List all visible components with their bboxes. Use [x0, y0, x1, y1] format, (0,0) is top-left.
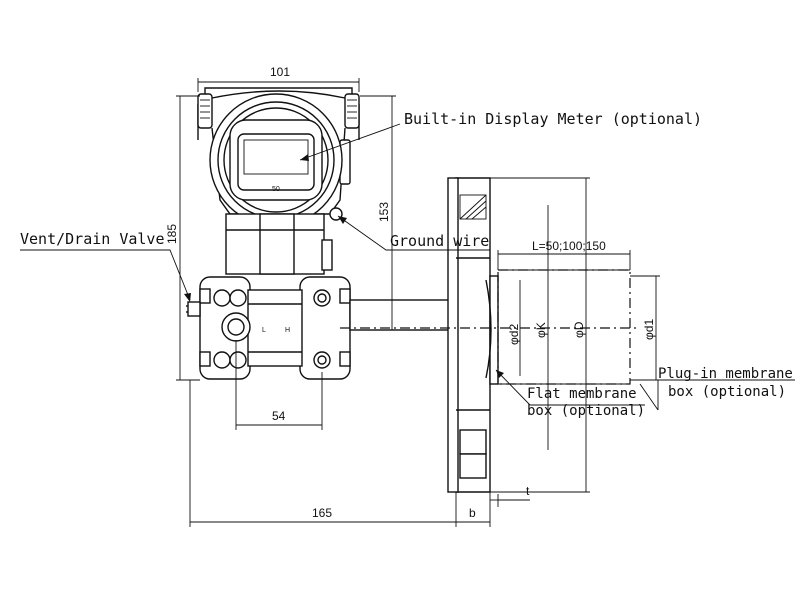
low-side-mark: L	[262, 327, 266, 334]
label-display-meter: Built-in Display Meter (optional)	[404, 110, 702, 128]
dim-length-options: L=50;100;150	[532, 239, 606, 253]
dimensions: 101 185 153 L=50;100;150 φd2 φK φD φd1	[165, 65, 660, 527]
label-ground-wire: Ground wire	[390, 232, 489, 250]
display-meter: 50	[209, 93, 343, 227]
vent-drain-valve	[186, 301, 201, 317]
label-plugin-line2: box (optional)	[668, 384, 786, 400]
process-port	[221, 312, 251, 342]
dim-D: φD	[572, 321, 586, 338]
label-plugin-line1: Plug-in membrane	[658, 366, 793, 382]
dim-b: b	[469, 506, 476, 520]
label-flat-line1: Flat membrane	[527, 386, 637, 402]
remote-flange-assembly	[340, 177, 640, 493]
dim-165: 165	[312, 506, 332, 520]
dim-t: t	[526, 484, 530, 498]
dim-K: φK	[534, 322, 548, 338]
transmitter-neck	[225, 213, 333, 275]
callouts: Built-in Display Meter (optional) Vent/D…	[20, 110, 795, 419]
dim-101: 101	[270, 65, 290, 79]
svg-text:50: 50	[272, 186, 280, 193]
transmitter-housing: 50	[197, 87, 360, 227]
dim-d1: φd1	[642, 319, 656, 340]
high-side-mark: H	[285, 327, 290, 334]
label-flat-line2: box (optional)	[527, 403, 645, 419]
dim-d2: φd2	[507, 324, 521, 345]
sensor-body: L H	[186, 276, 351, 380]
dim-54: 54	[272, 409, 286, 423]
dim-185: 185	[165, 224, 179, 244]
label-vent-drain: Vent/Drain Valve	[20, 230, 165, 248]
dim-153: 153	[377, 202, 391, 222]
